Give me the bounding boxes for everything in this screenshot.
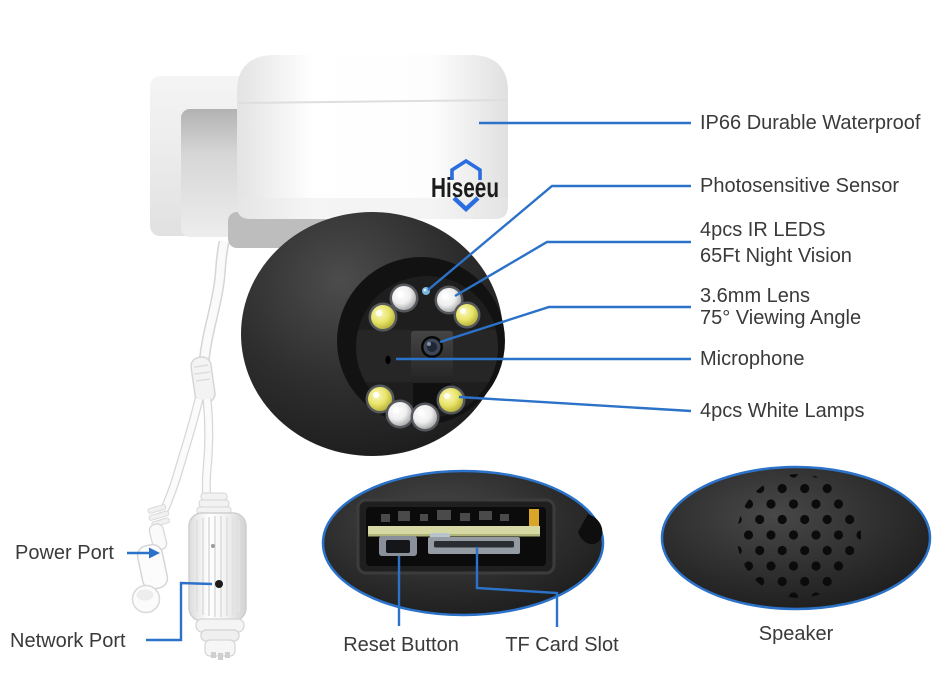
label-lens-line2: 75° Viewing Angle [700, 307, 862, 329]
label-network-port: Network Port [10, 630, 126, 652]
cable-splitter [190, 356, 216, 404]
brand-text: Hiseeu [431, 172, 499, 203]
label-ir-leds-line1: 4pcs IR LEDS [700, 219, 826, 241]
callout-ir-leds-line [454, 240, 691, 298]
network-port-hole [215, 580, 223, 588]
label-ir-leds: 4pcs IR LEDS 65Ft Night Vision [700, 217, 852, 269]
ir-led [388, 402, 412, 426]
label-power-port: Power Port [15, 542, 114, 564]
callout-network-port-line [146, 581, 213, 642]
label-photosensitive-sensor: Photosensitive Sensor [700, 175, 900, 197]
lens-module [411, 331, 453, 383]
label-microphone: Microphone [700, 348, 805, 370]
power-port-connector [131, 504, 170, 614]
label-white-lamps: 4pcs White Lamps [700, 400, 865, 422]
tf-slot-inset [321, 469, 605, 617]
callout-tf-card-slot-line [475, 547, 559, 627]
reset-button [379, 536, 417, 556]
pcb-strip [368, 526, 540, 535]
white-lamp-led [456, 304, 478, 326]
callout-white-lamps-line [458, 395, 692, 413]
label-ir-leds-line2: 65Ft Night Vision [700, 245, 852, 267]
white-lamp-array [365, 384, 466, 432]
tf-card-slot [428, 533, 520, 554]
speaker-holes [737, 474, 861, 598]
camera-sphere [241, 212, 505, 456]
label-lens-line1: 3.6mm Lens [700, 285, 811, 307]
label-tf-card-slot: TF Card Slot [505, 634, 619, 656]
hiseeu-shield-icon [450, 158, 482, 180]
speaker-inset [660, 465, 932, 611]
power-port-arrowhead [149, 547, 160, 559]
ir-led-array [368, 283, 481, 332]
hiseeu-chevron-icon [452, 196, 480, 212]
ir-led [392, 286, 416, 310]
white-lamp-led [371, 305, 395, 329]
callout-lens-line [439, 305, 691, 344]
camera-body: Hiseeu [237, 55, 508, 219]
callout-lines [127, 121, 692, 642]
microphone-hole [385, 355, 391, 365]
callout-photosensitive-line [427, 184, 691, 291]
label-ip66: IP66 Durable Waterproof [700, 112, 921, 134]
camera-cable [158, 240, 230, 515]
ir-led [413, 405, 437, 429]
hiseeu-logo: Hiseeu [431, 158, 499, 212]
white-lamp-led [439, 388, 463, 412]
label-lens: 3.6mm Lens 75° Viewing Angle [700, 285, 861, 329]
network-port-connector [188, 492, 247, 660]
label-reset-button: Reset Button [343, 634, 459, 656]
label-speaker: Speaker [758, 623, 834, 645]
